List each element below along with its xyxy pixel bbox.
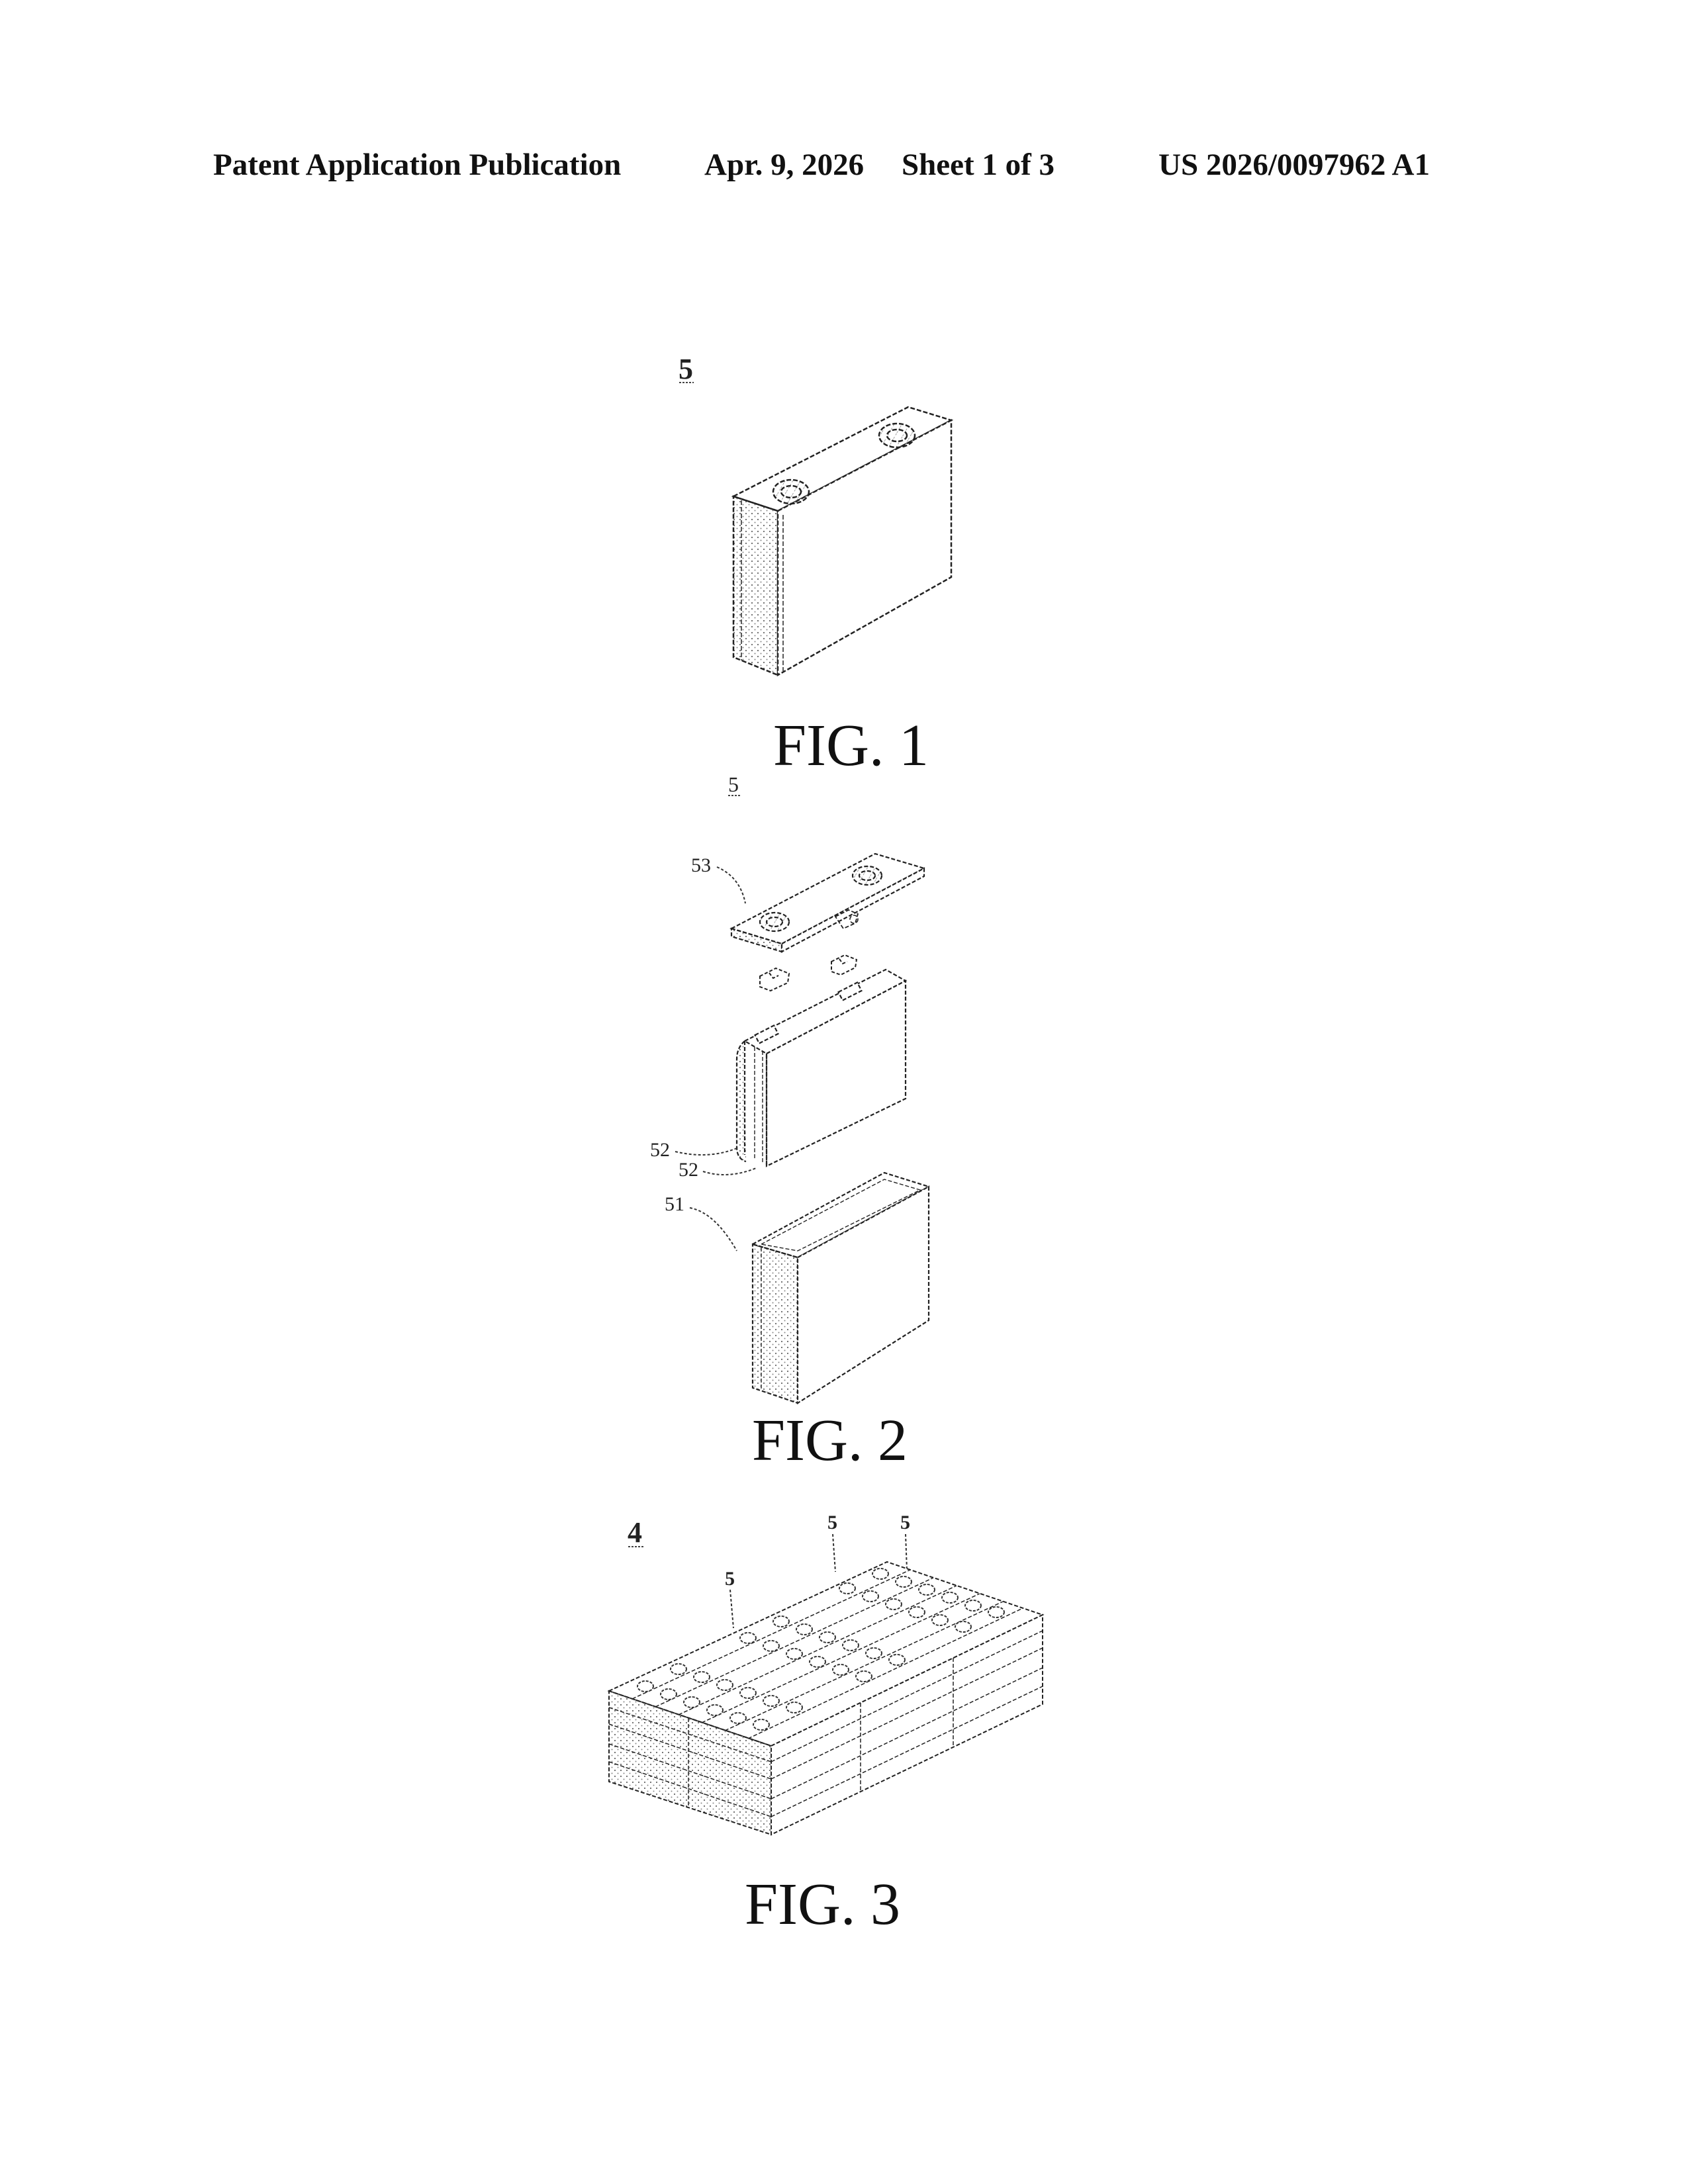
fig1-ref-5: 5 [679, 353, 693, 385]
fig2-caption: FIG. 2 [752, 1406, 908, 1475]
fig2-ref-53: 53 [691, 854, 711, 876]
terminal-left [773, 480, 809, 504]
fig3-ref-5-b: 5 [900, 1512, 910, 1533]
fig2-ref-52-lower: 52 [679, 1159, 698, 1181]
housing-case [753, 1173, 929, 1403]
fig3-caption: FIG. 3 [745, 1870, 900, 1938]
fig3-ref-5-c: 5 [725, 1568, 735, 1590]
electrode-assembly [737, 970, 906, 1166]
fig2-ref-51: 51 [665, 1193, 684, 1215]
terminal-right [879, 424, 915, 447]
fig1-drawing [733, 407, 951, 675]
fig3-ref-4: 4 [628, 1516, 642, 1549]
cell-side-face [733, 496, 778, 675]
fig2-ref-52-upper: 52 [650, 1139, 670, 1161]
cover-plate [731, 854, 924, 952]
fig3-ref-5-a: 5 [827, 1512, 837, 1533]
fig1-caption: FIG. 1 [773, 711, 929, 780]
connector-tabs [760, 955, 857, 991]
fig2-ref-5: 5 [728, 772, 739, 796]
